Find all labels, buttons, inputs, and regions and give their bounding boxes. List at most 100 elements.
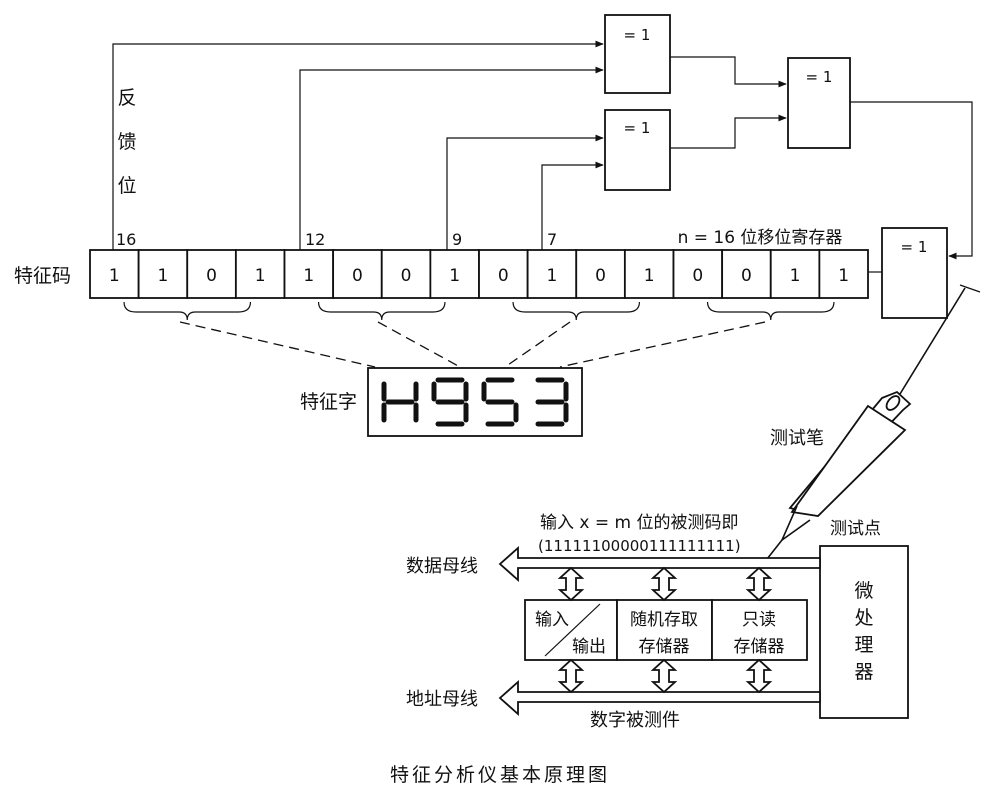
register-bit: 1 [109,266,120,286]
bus-arrow [557,566,585,602]
register-bit: 0 [401,266,412,286]
micro-char-1: 微 [854,580,873,602]
display-connectors [179,321,766,368]
register-bit: 1 [790,266,801,286]
register-bit: 1 [449,266,460,286]
nibble-brace [512,301,641,321]
register-cell: 0 [332,249,383,299]
feedback-wiring [112,40,981,293]
probe-label: 测试笔 [770,428,824,449]
xor-gate-4: = 1 [881,227,948,319]
register-cell: 1 [283,249,335,299]
register-cell: 1 [623,249,675,299]
bus-arrow [745,566,773,602]
tap-label-12: 12 [305,230,325,249]
register-bit: 0 [595,266,606,286]
micro-char-3: 理 [854,634,873,656]
xor-gate-4-label: = 1 [901,238,928,256]
register-bit: 0 [206,266,217,286]
ram-line2: 存储器 [639,637,690,657]
bus-connection-arrows [557,566,773,694]
seven-seg-digit [381,381,419,423]
rom-block: 只读 存储器 [711,599,808,661]
ram-block: 随机存取 存储器 [616,599,713,661]
rom-line1: 只读 [742,610,776,630]
register-cell: 0 [478,249,529,299]
register-cell: 0 [672,249,724,299]
xor-gate-2: = 1 [604,109,671,191]
nibble-brace [123,301,252,321]
seven-segment-digits [381,377,569,427]
address-bus-label: 地址母线 [406,689,478,710]
nibble-brace [706,301,835,321]
io-line2: 输出 [572,637,606,657]
figure-caption: 特征分析仪基本原理图 [390,764,610,786]
tap-labels: 16 12 9 7 [116,230,557,249]
signature-code-label: 特征码 [14,265,71,287]
feedback-char-1: 反 [117,87,136,109]
register-bit: 1 [158,266,169,286]
xor-gate-1-label: = 1 [624,26,651,44]
tap-label-9: 9 [452,230,462,249]
tap-label-16: 16 [116,230,136,249]
signature-display [367,367,583,437]
micro-char-4: 器 [854,661,873,683]
micro-char-2: 处 [854,607,873,629]
ram-line1: 随机存取 [630,610,698,630]
data-bus-arrow [498,545,821,583]
register-cell: 1 [526,249,578,299]
bus-arrow [650,658,678,694]
seven-seg-digit [535,377,569,427]
data-bus-label: 数据母线 [406,556,478,577]
nibble-brace [317,301,446,321]
seven-seg-digit [431,377,469,427]
feedback-char-2: 馈 [117,131,136,153]
register-cell: 1 [769,249,821,299]
shift-register: 1 1 0 1 1 0 0 1 0 1 0 1 0 0 1 1 [89,249,869,299]
register-bit: 1 [838,266,849,286]
register-cell: 0 [380,249,432,299]
register-cell: 0 [721,249,772,299]
xor-gate-3-label: = 1 [806,68,833,86]
dut-label: 数字被测件 [590,710,680,731]
test-point-label: 测试点 [830,519,881,539]
probe-icon [759,287,966,569]
input-desc-label: 输入 x = m 位的被测码即 [540,513,738,533]
seven-seg-digit [481,377,519,427]
xor-gate-3: = 1 [787,57,851,149]
io-block: 输入 输出 [524,599,618,661]
register-bit: 1 [303,266,314,286]
input-bits-label: (11111100000111111111) [538,537,741,555]
io-line1: 输入 [535,610,569,630]
nibble-braces [123,301,835,321]
register-bit: 0 [352,266,363,286]
bus-arrow [557,658,585,694]
xor-gate-2-label: = 1 [624,119,651,137]
register-bit: 1 [547,266,558,286]
register-bit: 1 [644,266,655,286]
microprocessor-block: 微 处 理 器 [819,545,909,719]
register-bit: 0 [692,266,703,286]
register-bit: 1 [255,266,266,286]
tap-label-7: 7 [547,230,557,249]
bus-arrow [650,566,678,602]
register-cell: 1 [234,249,286,299]
feedback-char-3: 位 [117,175,136,197]
address-bus-arrow [498,679,821,717]
register-cell: 0 [575,249,626,299]
register-cell: 1 [89,249,140,299]
register-bit: 0 [741,266,752,286]
feedback-label: 反 馈 位 [117,87,136,197]
register-cell: 1 [818,249,869,299]
register-cell: 1 [137,249,189,299]
rom-line2: 存储器 [734,637,785,657]
bus-arrow [745,658,773,694]
register-label: n = 16 位移位寄存器 [678,228,843,248]
xor-gate-1: = 1 [604,14,671,94]
signature-word-label: 特征字 [300,391,357,413]
register-cell: 0 [186,249,237,299]
register-bit: 0 [498,266,509,286]
register-cell: 1 [429,249,480,299]
